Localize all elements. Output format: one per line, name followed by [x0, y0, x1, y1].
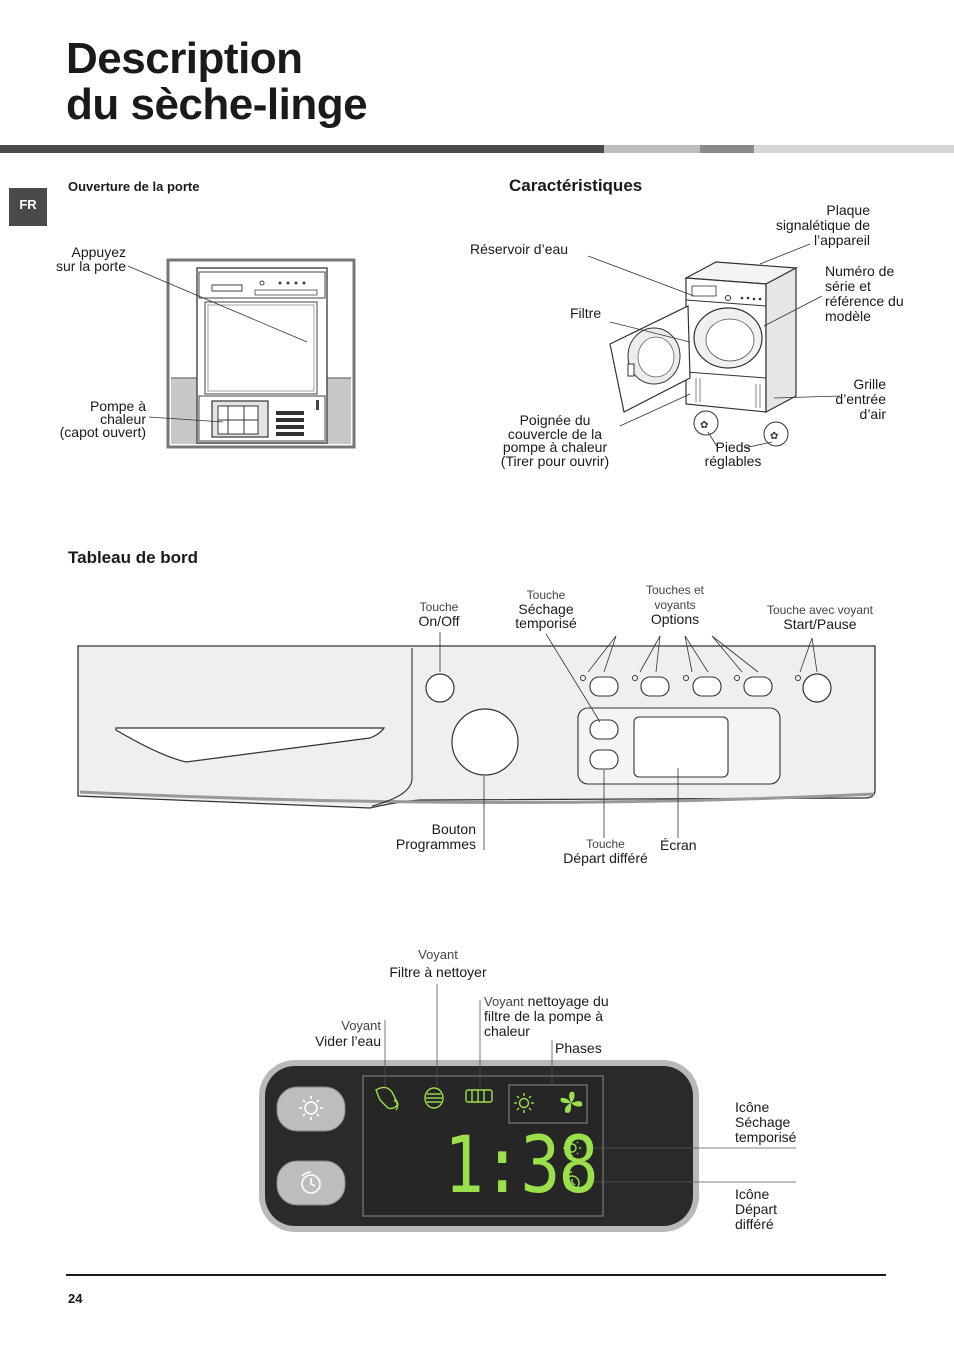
press-door-label: Appuyez sur la porte: [55, 244, 126, 274]
timed-drying-label: Touche Séchage temporisé: [515, 588, 577, 631]
start-pause-label: Touche avec voyant Start/Pause: [766, 603, 874, 632]
heat-pump-label: Pompe à chaleur (capot ouvert): [59, 398, 146, 440]
delay-icon-label: Icône Départ différé: [735, 1186, 778, 1232]
header-bar-mid: [700, 145, 754, 153]
header-bar-dark: [0, 145, 604, 153]
header-bar-light: [604, 145, 700, 153]
timed-icon-label: Icône Séchage temporisé: [735, 1099, 797, 1145]
screen-label: Écran: [660, 837, 697, 853]
pump-filter-cleaning-label: Voyant nettoyage du filtre de la pompe à…: [484, 993, 609, 1039]
svg-text:✿: ✿: [770, 431, 778, 442]
page-number: 24: [68, 1291, 83, 1306]
svg-text:✿: ✿: [700, 420, 708, 431]
onoff-label: Touche On/Off: [418, 600, 460, 629]
adjustable-feet-label: Pieds réglables: [704, 439, 762, 469]
filter-label: Filtre: [570, 305, 602, 321]
delay-start-label: Touche Départ différé: [563, 837, 648, 866]
serial-label: Numéro de série et référence du modèle: [825, 263, 904, 324]
page-title: Description du sèche-linge: [66, 34, 368, 129]
language-tab: FR: [9, 188, 47, 226]
features-section-heading: Caractéristiques: [509, 176, 643, 195]
door-section-heading: Ouverture de la porte: [68, 179, 200, 194]
time-readout: 1:38: [444, 1121, 599, 1211]
dashboard-section-heading: Tableau de bord: [68, 548, 199, 567]
program-knob-label: Bouton Programmes: [395, 821, 476, 852]
air-grille-label: Grille d’entrée d’air: [835, 376, 886, 422]
options-label: Touches et voyants Options: [645, 583, 705, 627]
filter-clean-label: Voyant Filtre à nettoyer: [389, 947, 487, 980]
rating-plate-label: Plaque signalétique de l’appareil: [775, 202, 870, 248]
empty-water-label: Voyant Vider l’eau: [315, 1018, 381, 1049]
footer-rule: [66, 1274, 886, 1276]
header-bar-pale: [754, 145, 954, 153]
heat-pump-cover-handle-label: Poignée du couvercle de la pompe à chale…: [500, 412, 610, 469]
phases-label: Phases: [555, 1040, 602, 1056]
water-tank-label: Réservoir d’eau: [470, 241, 569, 257]
